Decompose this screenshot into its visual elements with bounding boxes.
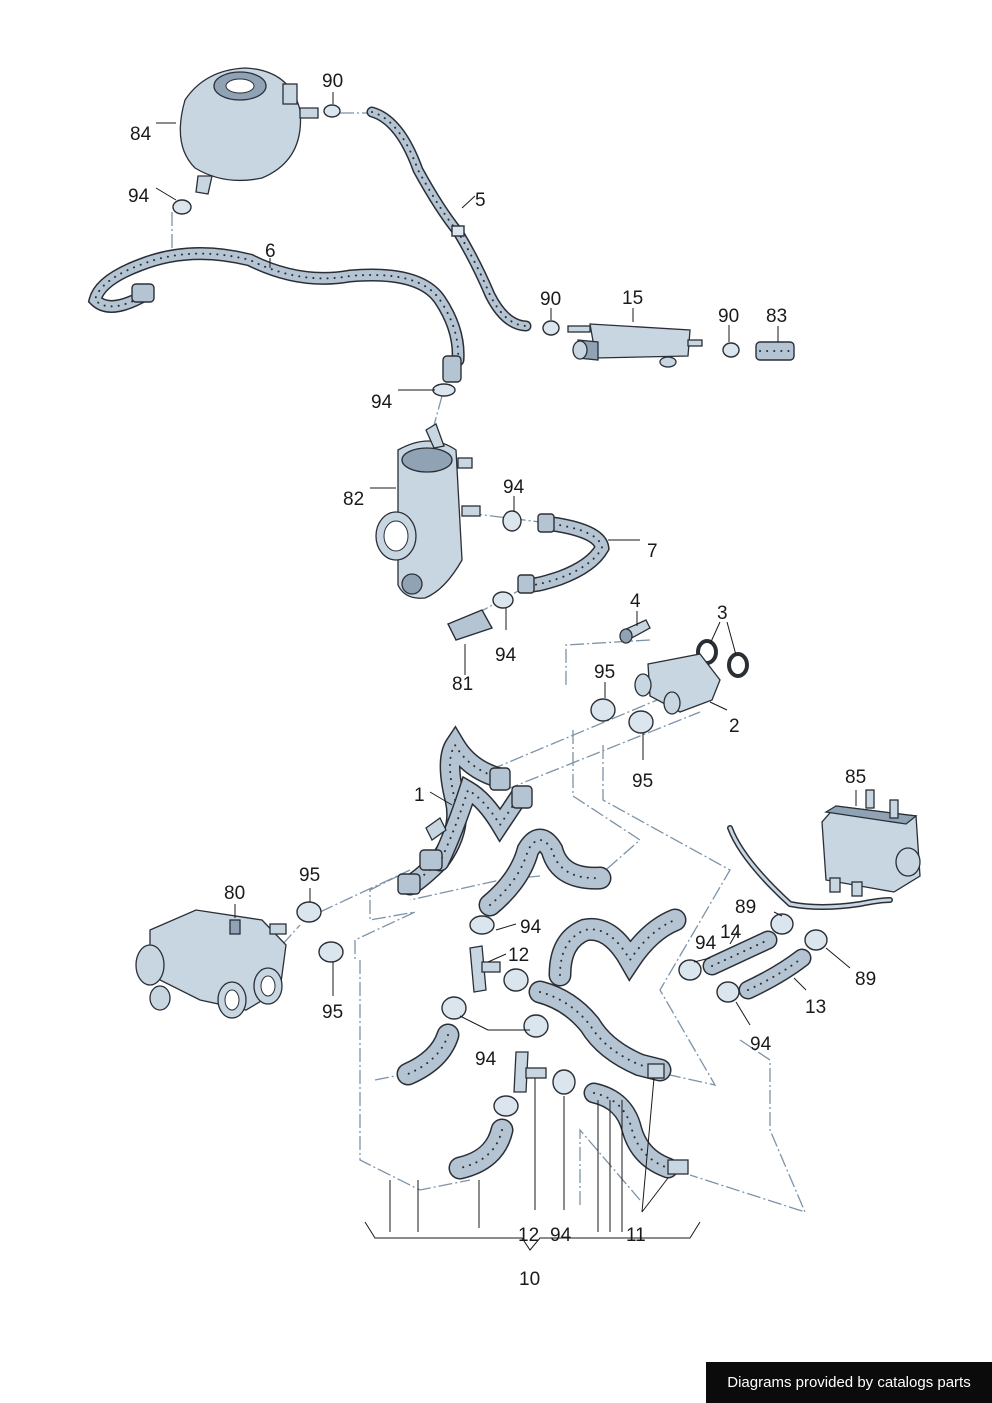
callout-5: 5 bbox=[475, 190, 486, 211]
callout-3: 3 bbox=[717, 603, 728, 624]
clamp-90-top bbox=[323, 104, 341, 118]
callout-11: 11 bbox=[626, 1225, 646, 1246]
hose-left-elbow bbox=[396, 1023, 460, 1086]
clamp-95-lower bbox=[628, 710, 654, 734]
callout-94-81: 94 bbox=[495, 645, 517, 666]
clamp-94-lower-a bbox=[469, 915, 495, 935]
hose-6 bbox=[87, 247, 465, 383]
callout-94-13: 94 bbox=[750, 1034, 772, 1055]
hose-bottom-right bbox=[583, 1082, 689, 1179]
callout-6: 6 bbox=[265, 241, 276, 262]
hose-83 bbox=[755, 341, 795, 361]
clamp-89-lower bbox=[804, 929, 828, 951]
callout-82: 82 bbox=[343, 489, 364, 510]
clamp-95-pump-b bbox=[318, 941, 344, 963]
hose-81 bbox=[447, 609, 494, 641]
clamp-94-82 bbox=[502, 510, 522, 532]
callout-94-bottom: 94 bbox=[550, 1225, 572, 1246]
callout-85: 85 bbox=[845, 767, 866, 788]
clamp-94-lower-b bbox=[503, 968, 529, 992]
callout-4: 4 bbox=[630, 591, 641, 612]
hose-5 bbox=[366, 106, 532, 332]
hose-13 bbox=[738, 948, 812, 1000]
credit-banner: Diagrams provided by catalogs parts bbox=[706, 1362, 992, 1403]
thermostat-housing-82 bbox=[375, 423, 481, 599]
callout-94-lower-group: 94 bbox=[475, 1049, 497, 1070]
callout-94-82: 94 bbox=[503, 477, 525, 498]
coolant-pump-80 bbox=[135, 909, 287, 1019]
callout-94-14: 94 bbox=[695, 933, 717, 954]
callout-10: 10 bbox=[519, 1269, 540, 1290]
callout-7: 7 bbox=[647, 541, 658, 562]
callout-13: 13 bbox=[805, 997, 826, 1018]
callout-95-upper: 95 bbox=[594, 662, 615, 683]
clamp-89-upper bbox=[770, 913, 794, 935]
clamp-90-right bbox=[722, 342, 740, 358]
clamp-94-lower-d bbox=[523, 1014, 549, 1038]
callout-84: 84 bbox=[130, 124, 152, 145]
clamp-94-thermostat bbox=[432, 383, 456, 397]
hose-lower-branch bbox=[528, 980, 672, 1082]
hose-mid-curved bbox=[548, 908, 687, 987]
hose-7 bbox=[517, 513, 610, 594]
t-connector-12-upper bbox=[469, 945, 501, 993]
valve-15 bbox=[567, 323, 703, 368]
callout-12-upper: 12 bbox=[508, 945, 529, 966]
credit-text: Diagrams provided by catalogs parts bbox=[727, 1374, 971, 1391]
clamp-95-pump-a bbox=[296, 901, 322, 923]
flange-2 bbox=[634, 653, 721, 715]
callout-94-thermostat: 94 bbox=[371, 392, 393, 413]
expansion-tank-84 bbox=[179, 67, 319, 195]
bolt-4 bbox=[619, 619, 651, 644]
t-connector-12-lower bbox=[513, 1051, 547, 1093]
clamp-94-lower-f bbox=[493, 1095, 519, 1117]
clamp-94-lower-e bbox=[552, 1069, 576, 1095]
callout-81: 81 bbox=[452, 674, 473, 695]
clamp-94-14 bbox=[678, 959, 702, 981]
callout-94-lower-a: 94 bbox=[520, 917, 542, 938]
hose-14 bbox=[702, 930, 778, 976]
clamp-94-13 bbox=[716, 981, 740, 1003]
oil-cooler-85 bbox=[727, 789, 921, 910]
callout-89-upper: 89 bbox=[735, 897, 756, 918]
callout-14: 14 bbox=[720, 922, 742, 943]
hose-bottom-elbow bbox=[448, 1118, 514, 1180]
callout-15: 15 bbox=[622, 288, 643, 309]
callout-90-valve-right: 90 bbox=[718, 306, 739, 327]
clamp-90-left bbox=[542, 320, 560, 336]
leader-lines bbox=[155, 92, 857, 1251]
callout-90-valve-left: 90 bbox=[540, 289, 561, 310]
callout-89-lower: 89 bbox=[855, 969, 876, 990]
callout-95-pump-a: 95 bbox=[299, 865, 320, 886]
callout-12-lower: 12 bbox=[518, 1225, 539, 1246]
callout-2: 2 bbox=[729, 716, 740, 737]
callout-94-tank: 94 bbox=[128, 186, 150, 207]
callout-80: 80 bbox=[224, 883, 245, 904]
hose-upper-curved bbox=[478, 828, 612, 917]
clamp-94-81 bbox=[492, 591, 514, 609]
clamp-94-tank bbox=[172, 199, 192, 215]
callout-90-top: 90 bbox=[322, 71, 343, 92]
callout-labels: 84 90 94 5 6 90 15 90 83 94 82 94 7 81 9… bbox=[128, 71, 876, 1290]
callout-95-lower: 95 bbox=[632, 771, 653, 792]
callout-95-pump-b: 95 bbox=[322, 1002, 343, 1023]
clamp-95-upper bbox=[590, 698, 616, 722]
callout-83: 83 bbox=[766, 306, 787, 327]
hose-1 bbox=[397, 725, 533, 896]
clamp-94-lower-c bbox=[441, 996, 467, 1020]
callout-1: 1 bbox=[414, 785, 425, 806]
